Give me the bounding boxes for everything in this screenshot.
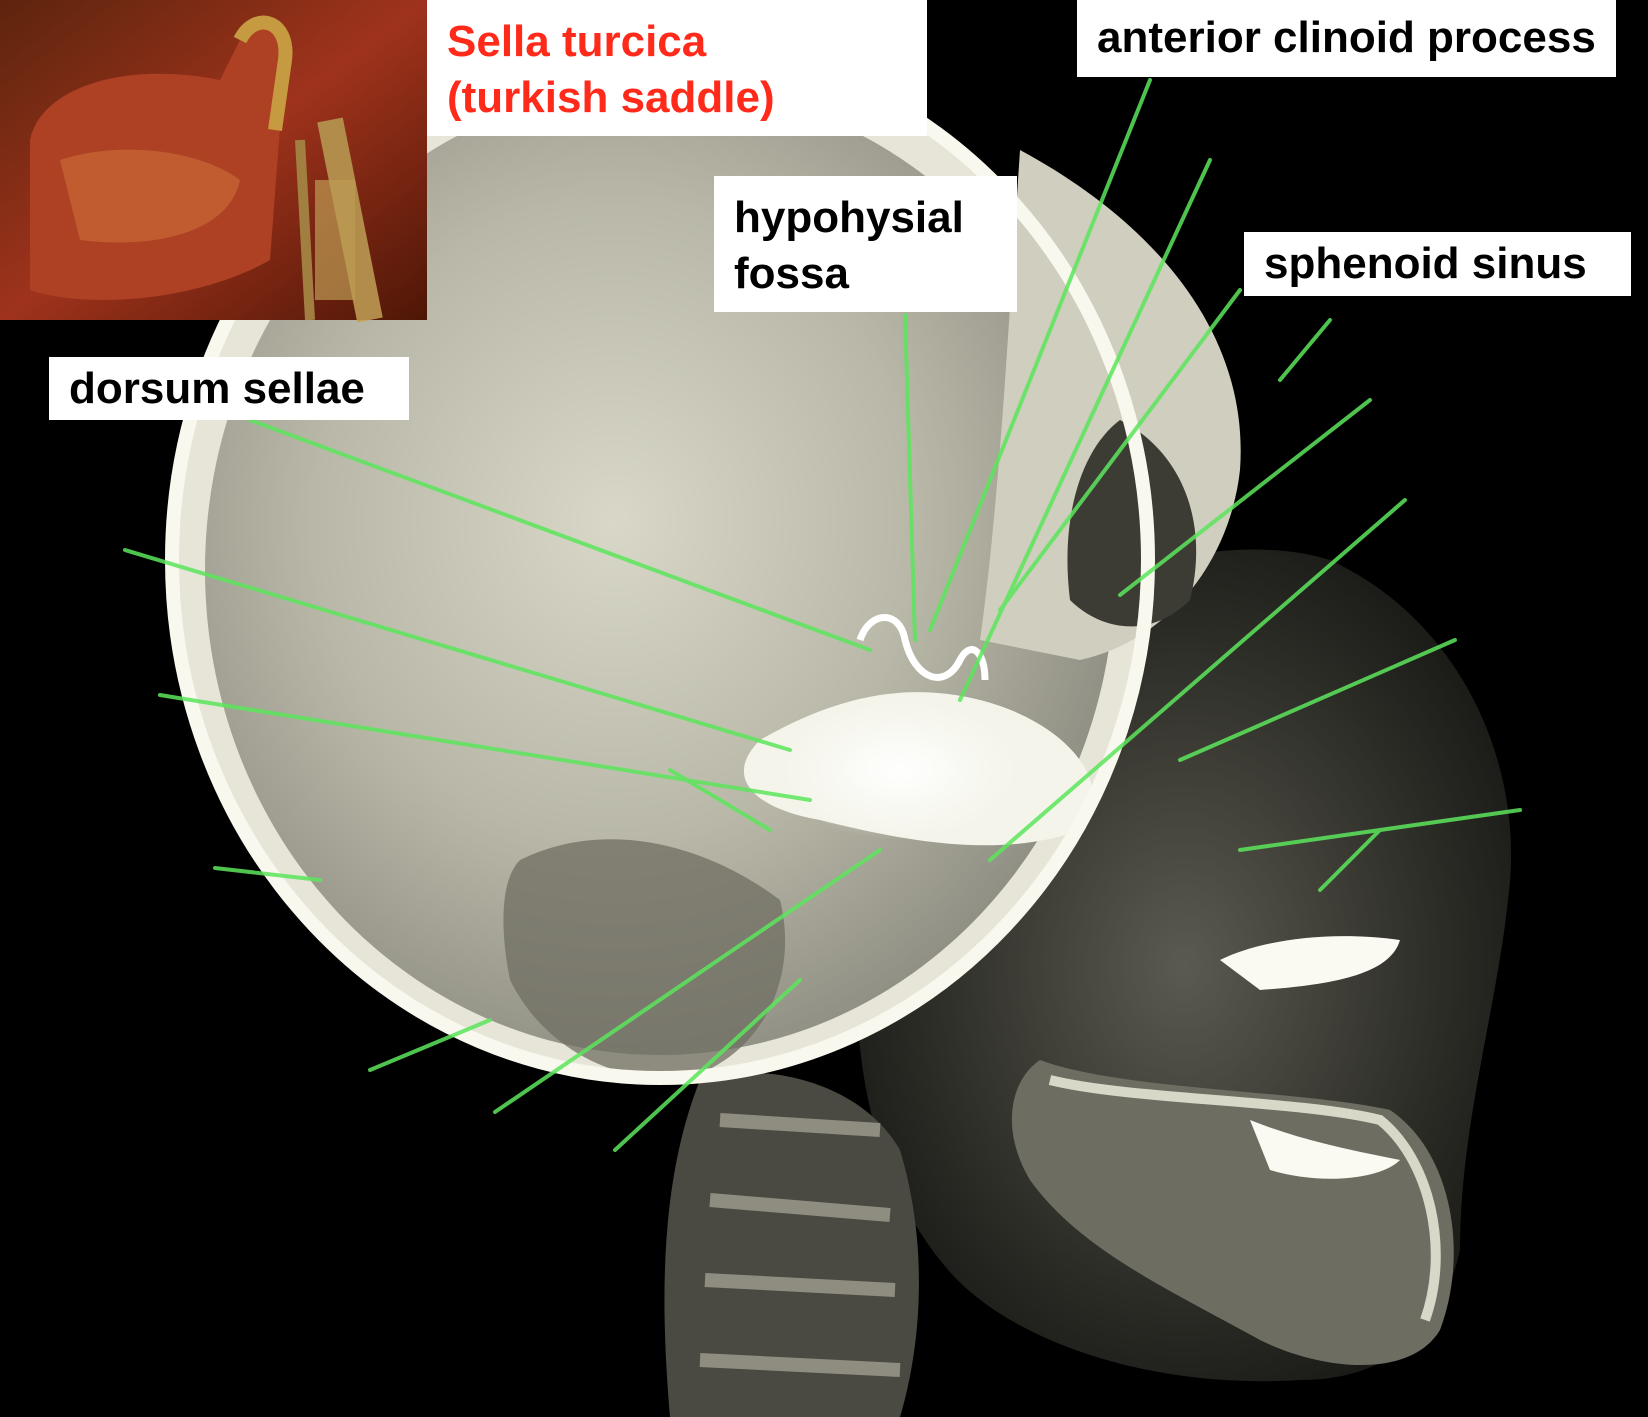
sella-turcica-label: Sella turcica (turkish saddle) [427,0,927,136]
sella-turcica-title: Sella turcica [447,14,907,70]
hypophysial-fossa-label: hypohysial fossa [714,176,1017,312]
hypophysial-fossa-line1: hypohysial [734,190,997,246]
pointer-line [1280,320,1330,380]
anterior-clinoid-process-label: anterior clinoid process [1077,0,1616,77]
sphenoid-sinus-label: sphenoid sinus [1244,232,1631,296]
dorsum-sellae-label: dorsum sellae [49,357,409,420]
sella-turcica-subtitle: (turkish saddle) [447,70,907,126]
saddle-photo [0,0,427,320]
hypophysial-fossa-line2: fossa [734,246,997,302]
